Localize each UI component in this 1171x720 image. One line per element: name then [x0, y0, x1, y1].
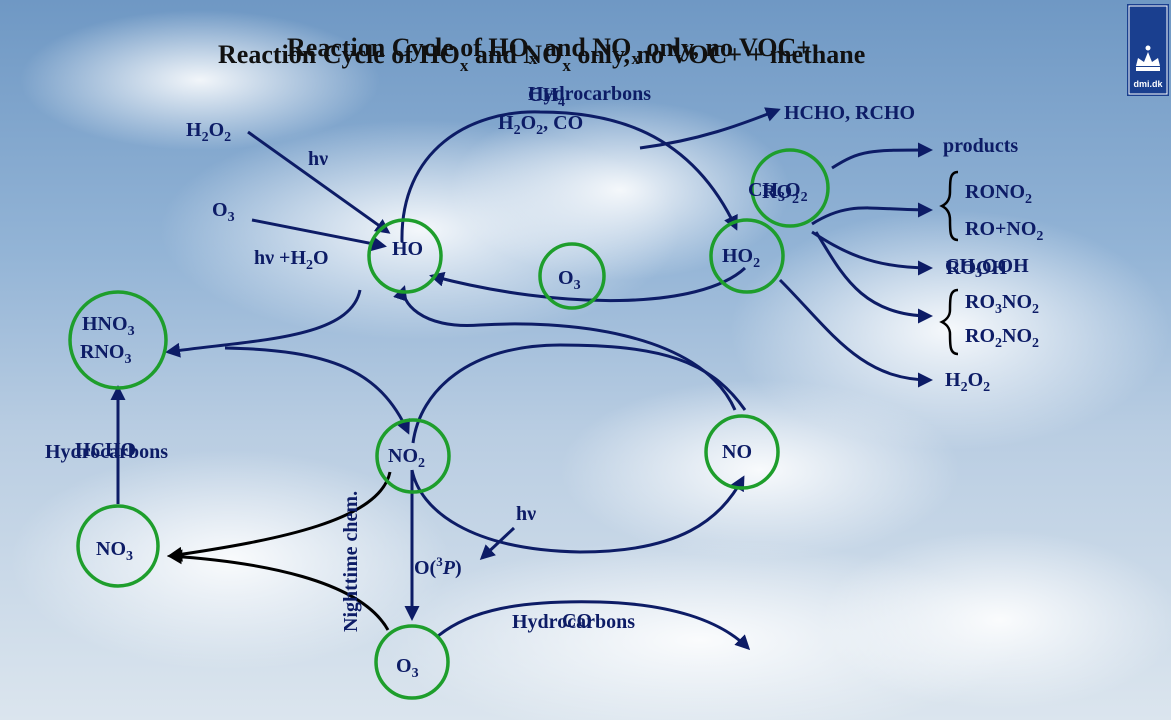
node-o3-bottom: [374, 624, 450, 700]
node-o3-center-label: O3: [558, 267, 581, 293]
label-h2o2-in: H2O2: [186, 119, 231, 145]
label-h2o2-out: H2O2: [945, 369, 990, 395]
label-hcho-left: HCHO: [75, 439, 136, 461]
label-hcho-rcho: HCHO, RCHO: [784, 102, 915, 124]
label-o3p: O(3P): [414, 554, 462, 579]
label-rooh: ROOH: [946, 257, 1008, 279]
crown-icon: [1136, 45, 1160, 71]
label-nighttime: Nighttime chem.: [340, 491, 362, 632]
logo-text: dmi.dk: [1133, 79, 1163, 89]
title-line-1: Reaction Cycle of HOx and NOx only, no V…: [287, 33, 811, 68]
label-ro2no2: RO2NO2: [965, 325, 1039, 351]
node-no3: [76, 504, 160, 588]
node-ho2: [709, 218, 785, 294]
node-no3-label: NO3: [96, 538, 133, 564]
node-ro2-label: RO2: [762, 181, 799, 207]
label-hydrocarbons-left: Hydrocarbons: [45, 441, 168, 463]
node-o3-bottom-label: O3: [396, 655, 419, 681]
node-o3-center: [538, 242, 606, 310]
label-hydrocarbons-bottom: Hydrocarbons: [512, 611, 635, 633]
species-labels: H2O2 hν O3 hν +H2O HO HO2 O3 CH4 Hydroca…: [45, 83, 1043, 681]
node-no2: [375, 418, 451, 494]
label-rono2: RONO2: [965, 181, 1032, 207]
dmi-logo[interactable]: dmi.dk: [1127, 4, 1169, 96]
label-hv-h2o: hν +H2O: [254, 247, 329, 273]
label-products: products: [943, 135, 1018, 157]
node-hno3-label: HNO3: [82, 313, 135, 339]
node-rno3-label: RNO3: [80, 341, 131, 367]
node-ho: [367, 218, 443, 294]
node-hno3: [68, 290, 168, 390]
title-line-2: Reaction Cycle of HOx and NOx only, no V…: [218, 40, 865, 75]
label-o3-in: O3: [212, 199, 235, 225]
page-title: Reaction Cycle of HOx and NOx only, no V…: [218, 33, 865, 75]
label-hv-top: hν: [308, 148, 328, 170]
label-hydrocarbons-top: Hydrocarbons: [528, 83, 651, 105]
label-co-bottom: CO: [562, 610, 592, 632]
node-ho-label: HO: [392, 238, 423, 260]
label-ch4: CH4: [528, 84, 565, 110]
label-hv-bottom: hν: [516, 503, 536, 525]
node-no-label: NO: [722, 441, 752, 463]
label-h2o2-co: H2O2, CO: [498, 112, 583, 138]
node-ro2: [750, 148, 830, 228]
label-ch3ooh: CH3OOH: [945, 255, 1029, 281]
species-nodes: [68, 148, 830, 700]
reaction-arrows: [110, 107, 933, 651]
product-braces: [939, 170, 959, 356]
node-no2-label: NO2: [388, 445, 425, 471]
node-ho2-label: HO2: [722, 245, 760, 271]
node-no: [704, 414, 780, 490]
node-ch3o2-label: CH3O2: [748, 179, 808, 205]
label-ro3no2: RO3NO2: [965, 291, 1039, 317]
nighttime-arrows: [167, 471, 392, 631]
label-ro-no2: RO+NO2: [965, 218, 1043, 244]
